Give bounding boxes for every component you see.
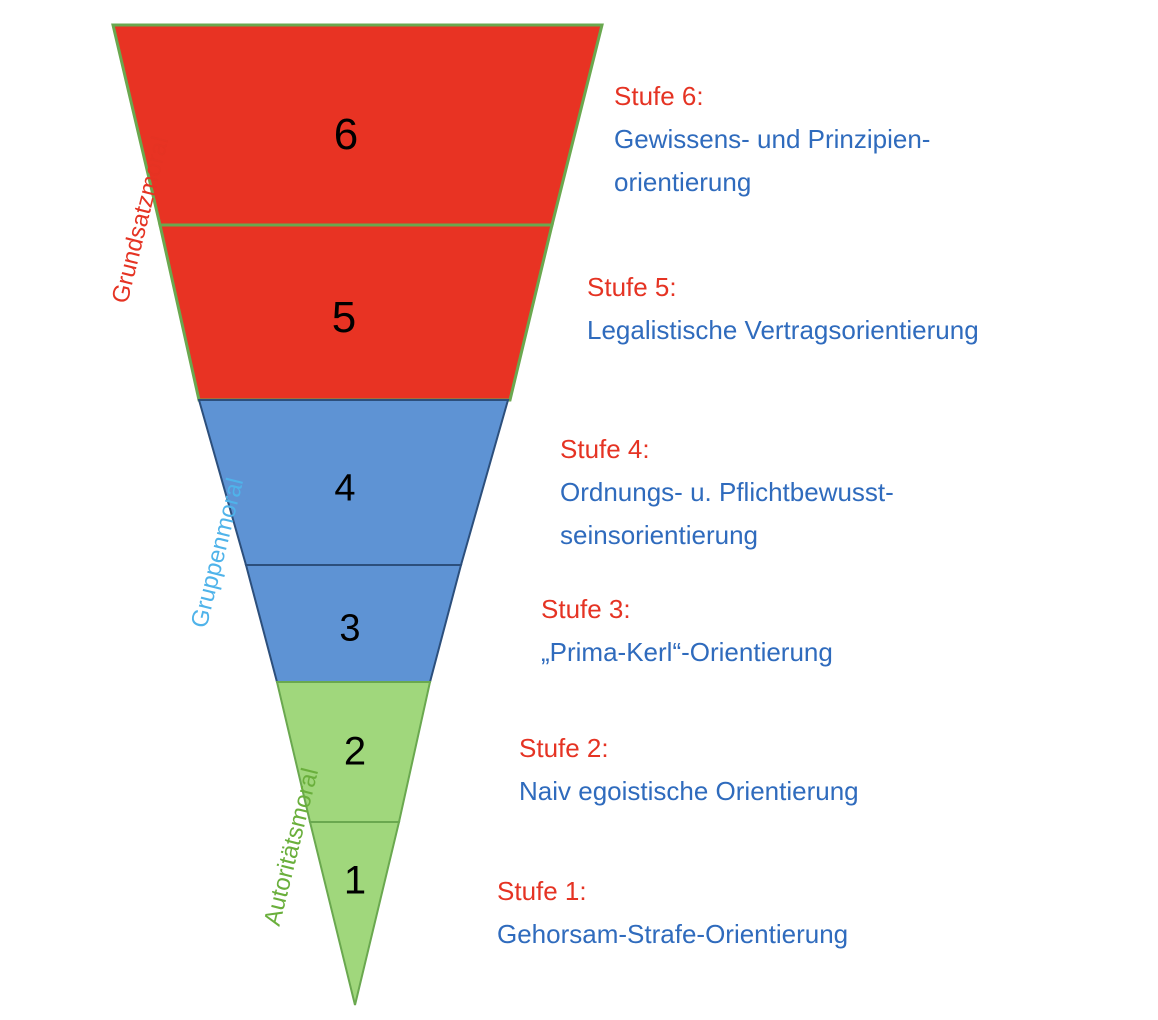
stage-1-title: Stufe 1:: [497, 876, 587, 906]
stage-4-title: Stufe 4:: [560, 434, 650, 464]
stage-5-description: Stufe 5: Legalistische Vertragsorientier…: [587, 266, 979, 352]
stage-3-title: Stufe 3:: [541, 594, 631, 624]
stage-1-segment: [308, 821, 401, 1006]
stage-2-number: 2: [343, 729, 367, 774]
stage-4-number: 4: [334, 467, 356, 510]
stage-4-text-line: seinsorientierung: [560, 520, 759, 550]
stage-4-text-line: Ordnungs- u. Pflichtbewusst-: [560, 477, 894, 507]
stage-5-segment: [158, 223, 554, 402]
stage-2-text-line: Naiv egoistische Orientierung: [519, 776, 859, 806]
stage-6-title: Stufe 6:: [614, 81, 704, 111]
stage-4-description: Stufe 4: Ordnungs- u. Pflichtbewusst- se…: [560, 428, 894, 557]
stage-2-title: Stufe 2:: [519, 733, 609, 763]
stage-3-description: Stufe 3: „Prima-Kerl“-Orientierung: [541, 588, 833, 674]
stage-2-description: Stufe 2: Naiv egoistische Orientierung: [519, 727, 859, 813]
stage-3-number: 3: [339, 607, 361, 650]
stage-6-number: 6: [333, 110, 359, 159]
stage-5-text-line: Legalistische Vertragsorientierung: [587, 315, 979, 345]
stage-5-title: Stufe 5:: [587, 272, 677, 302]
stage-6-description: Stufe 6: Gewissens- und Prinzipien- orie…: [614, 75, 930, 204]
stage-1-text-line: Gehorsam-Strafe-Orientierung: [497, 919, 849, 949]
stage-5-number: 5: [331, 293, 357, 342]
stage-6-text-line: Gewissens- und Prinzipien-: [614, 124, 931, 154]
stage-3-text-line: „Prima-Kerl“-Orientierung: [541, 637, 833, 667]
stage-1-number: 1: [343, 858, 367, 903]
stage-1-description: Stufe 1: Gehorsam-Strafe-Orientierung: [497, 870, 848, 956]
stage-6-text-line: orientierung: [614, 167, 752, 197]
